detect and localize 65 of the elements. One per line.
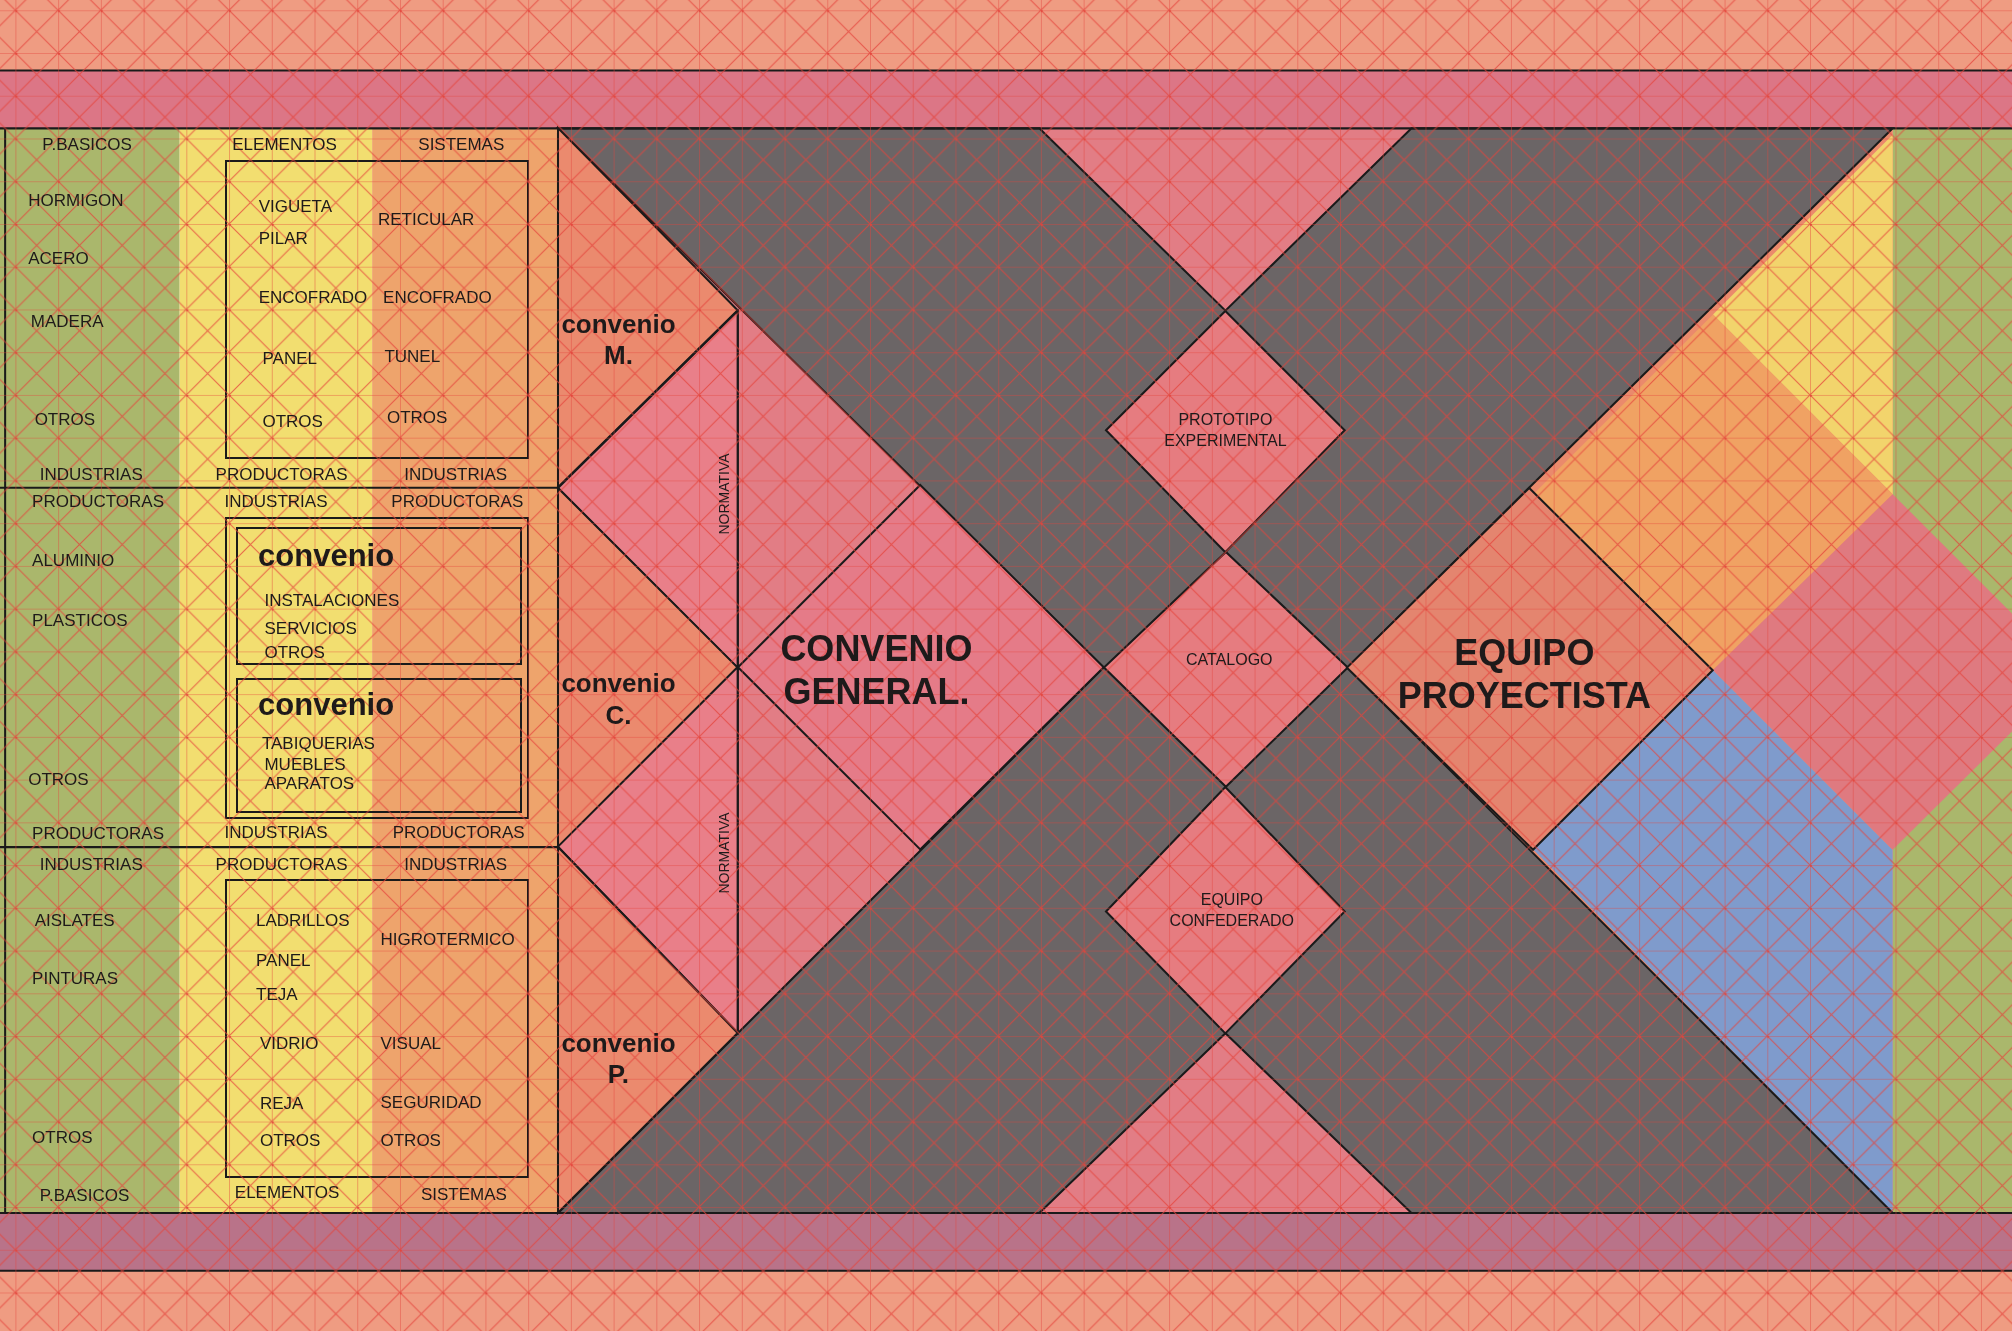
- agreement-title: convenio: [258, 539, 395, 572]
- item-label: HIGROTERMICO: [380, 931, 515, 949]
- item-label: VIDRIO: [259, 1035, 319, 1053]
- column-label: PRODUCTORAS: [215, 855, 348, 874]
- item-label: SERVICIOS: [264, 619, 357, 638]
- item-label: PANEL: [262, 349, 317, 368]
- item-label: PANEL: [256, 951, 311, 970]
- column-label: ALUMINIO: [32, 551, 115, 570]
- item-label: OTROS: [259, 1132, 321, 1151]
- agreement-title: convenio P.: [561, 1027, 676, 1090]
- column-label: SISTEMAS: [420, 1185, 507, 1204]
- column-label: OTROS: [28, 771, 89, 790]
- item-label: RETICULAR: [377, 211, 475, 230]
- item-label: INSTALACIONES: [264, 591, 400, 610]
- diamond-label: CATALOGO: [1186, 649, 1273, 670]
- column-label: INDUSTRIAS: [404, 465, 508, 484]
- diamond-label: PROTOTIPO EXPERIMENTAL: [1164, 410, 1287, 452]
- column-label: INDUSTRIAS: [224, 492, 328, 511]
- column-label: OTROS: [34, 410, 96, 429]
- column-label: SISTEMAS: [418, 136, 505, 154]
- item-label: APARATOS: [264, 775, 355, 794]
- column-label: PRODUCTORAS: [391, 492, 524, 511]
- column-label: ELEMENTOS: [232, 136, 337, 154]
- column-label: HORMIGON: [28, 192, 124, 211]
- item-label: REJA: [259, 1095, 304, 1114]
- column-label: ELEMENTOS: [234, 1184, 340, 1203]
- column-label: OTROS: [32, 1129, 93, 1148]
- column-label: INDUSTRIAS: [39, 465, 143, 484]
- column-label: PLASTICOS: [32, 612, 128, 630]
- column-label: INDUSTRIAS: [224, 823, 328, 842]
- column-label: MADERA: [30, 313, 104, 331]
- agreement-title: convenio: [258, 688, 395, 721]
- column-label: INDUSTRIAS: [404, 855, 508, 874]
- column-label: ACERO: [28, 250, 89, 269]
- vertical-label: NORMATIVA: [716, 812, 732, 894]
- column-label: PRODUCTORAS: [215, 465, 348, 484]
- item-label: ENCOFRADO: [258, 289, 368, 308]
- region-title: EQUIPO PROYECTISTA: [1397, 630, 1652, 717]
- item-label: OTROS: [386, 408, 448, 427]
- region-title: CONVENIO GENERAL.: [780, 626, 973, 713]
- item-label: OTROS: [262, 412, 323, 431]
- agreement-title: convenio C.: [561, 668, 676, 731]
- item-label: PILAR: [258, 230, 308, 249]
- item-label: VIGUETA: [258, 198, 332, 217]
- column-label: AISLATES: [34, 912, 115, 931]
- diamond-label: EQUIPO CONFEDERADO: [1169, 890, 1295, 932]
- column-label: P.BASICOS: [42, 136, 132, 154]
- item-label: VISUAL: [380, 1035, 441, 1053]
- item-label: MUEBLES: [264, 756, 346, 774]
- vertical-label: NORMATIVA: [716, 453, 732, 535]
- item-label: TUNEL: [384, 348, 441, 367]
- column-label: PRODUCTORAS: [32, 492, 164, 511]
- column-label: P.BASICOS: [39, 1187, 130, 1205]
- item-label: TEJA: [256, 986, 298, 1005]
- item-label: SEGURIDAD: [380, 1094, 482, 1112]
- column-label: INDUSTRIAS: [39, 855, 143, 874]
- column-label: PINTURAS: [32, 970, 119, 988]
- item-label: TABIQUERIAS: [261, 735, 375, 754]
- agreement-title: convenio M.: [561, 308, 676, 372]
- item-label: OTROS: [380, 1132, 441, 1151]
- column-label: PRODUCTORAS: [392, 823, 525, 842]
- item-label: OTROS: [264, 644, 325, 663]
- item-label: ENCOFRADO: [383, 289, 492, 308]
- item-label: LADRILLOS: [256, 911, 350, 930]
- column-label: PRODUCTORAS: [32, 825, 164, 843]
